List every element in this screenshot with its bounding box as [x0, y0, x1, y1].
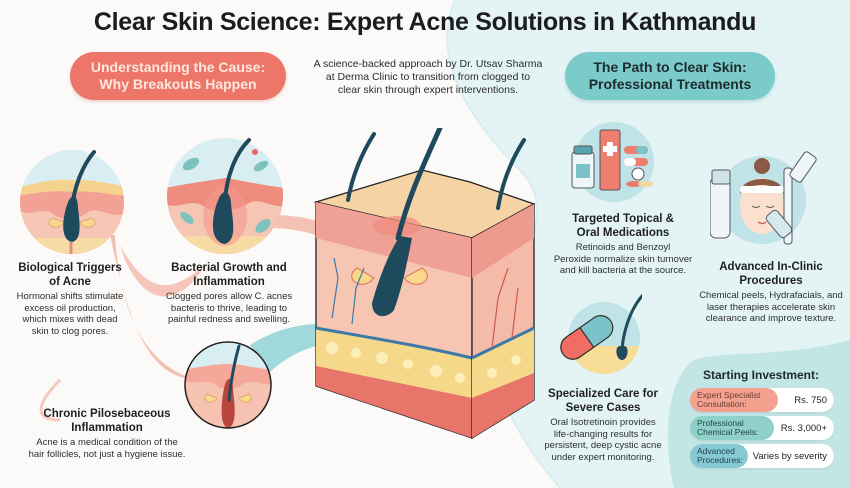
investment-title: Starting Investment:	[702, 368, 819, 382]
price-value: Varies by severity	[752, 450, 827, 462]
treatment-heading: Targeted Topical &Oral Medications	[572, 213, 674, 239]
bacteria-follicle-icon	[167, 138, 283, 254]
price-value: Rs. 750	[794, 394, 827, 406]
treatments-header-line1: The Path to Clear Skin:	[593, 59, 747, 75]
facial-treatment-icon	[710, 151, 817, 245]
intro-text: A science-backed approach by Dr. Utsav S…	[308, 58, 548, 97]
page-title: Clear Skin Science: Expert Acne Solution…	[93, 8, 757, 36]
treatment-medications: Targeted Topical &Oral Medications Retin…	[548, 213, 698, 277]
treatments-section-header: The Path to Clear Skin: Professional Tre…	[565, 52, 775, 100]
treatments-header-line2: Professional Treatments	[588, 76, 752, 92]
medications-icon	[571, 122, 654, 202]
skin-cross-section-illustration	[313, 128, 536, 440]
causes-header-line2: Why Breakouts Happen	[99, 76, 257, 92]
intro-line: A science-backed approach by Dr. Utsav S…	[313, 58, 543, 70]
causes-section-header: Understanding the Cause: Why Breakouts H…	[70, 52, 286, 100]
price-value: Rs. 3,000+	[780, 422, 827, 434]
inflamed-follicle-icon	[184, 341, 272, 429]
intro-line: at Derma Clinic to transition from clogg…	[325, 71, 531, 83]
capsule-follicle-icon	[560, 294, 642, 374]
causes-header-line1: Understanding the Cause:	[90, 59, 266, 75]
hair-follicle-oil-icon	[20, 150, 124, 254]
intro-line: clear skin through expert interventions.	[337, 84, 519, 96]
